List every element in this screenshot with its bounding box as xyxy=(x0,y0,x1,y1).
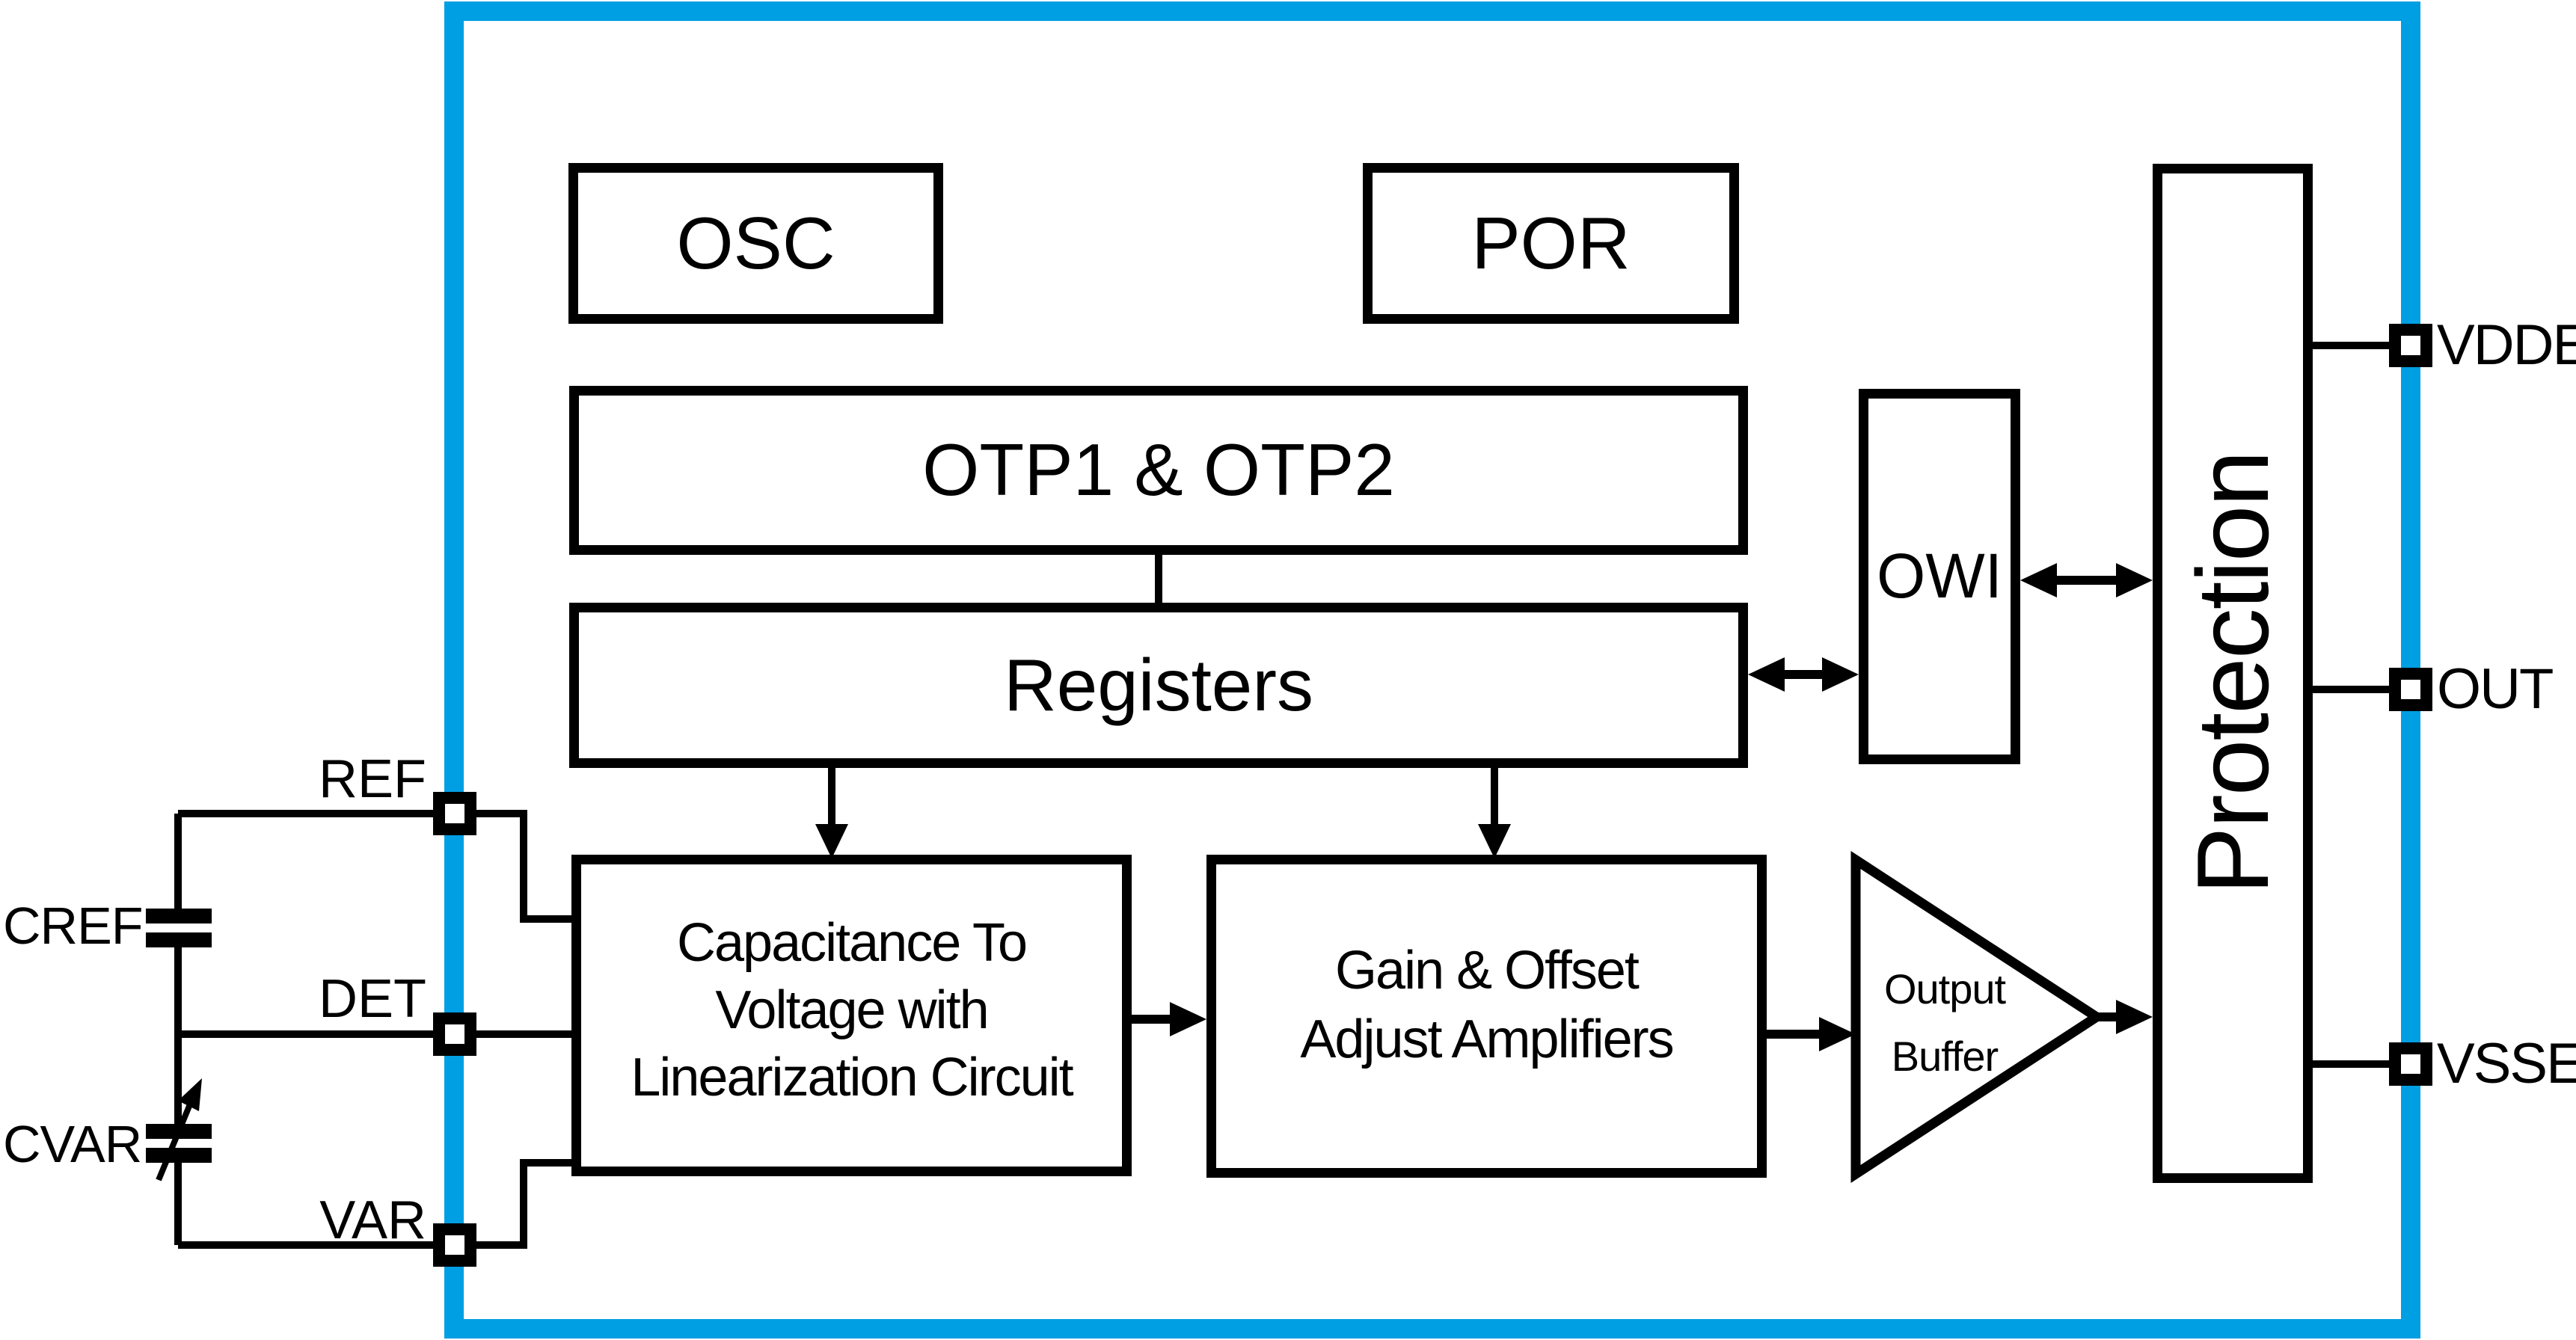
registers-block: Registers xyxy=(569,603,1748,768)
osc-label: OSC xyxy=(676,201,835,284)
otp-block: OTP1 & OTP2 xyxy=(569,386,1748,555)
cap-to-voltage-block: Capacitance To Voltage with Linearizatio… xyxy=(571,855,1132,1176)
protection-block: Protection xyxy=(2153,164,2313,1183)
pin-label-out: OUT xyxy=(2437,657,2554,721)
protection-label: Protection xyxy=(2175,452,2290,895)
registers-label: Registers xyxy=(1004,643,1313,726)
osc-block: OSC xyxy=(568,163,943,324)
owi-block: OWI xyxy=(1859,389,2020,764)
otp-label: OTP1 & OTP2 xyxy=(922,428,1395,511)
cref-capacitor xyxy=(146,909,212,947)
cref-label: CREF xyxy=(3,897,144,955)
pin-label-vdde: VDDE xyxy=(2437,313,2576,377)
cvar-label: CVAR xyxy=(3,1115,142,1173)
pin-label-vsse: VSSE xyxy=(2437,1032,2576,1095)
por-block: POR xyxy=(1363,163,1739,324)
gain-offset-block: Gain & Offset Adjust Amplifiers xyxy=(1206,855,1767,1178)
gain-offset-label: Gain & Offset Adjust Amplifiers xyxy=(1300,941,1674,1069)
owi-label: OWI xyxy=(1877,541,2002,612)
pin-label-det: DET xyxy=(319,969,426,1029)
pin-label-ref: REF xyxy=(319,749,426,809)
cvar-variable-arrow xyxy=(156,1078,202,1181)
output-buffer-label: Output Buffer xyxy=(1883,965,2006,1080)
por-label: POR xyxy=(1471,201,1631,284)
pin-label-var: VAR xyxy=(319,1190,426,1250)
cvar-capacitor xyxy=(146,1124,212,1163)
cap-to-voltage-label: Capacitance To Voltage with Linearizatio… xyxy=(631,913,1073,1107)
